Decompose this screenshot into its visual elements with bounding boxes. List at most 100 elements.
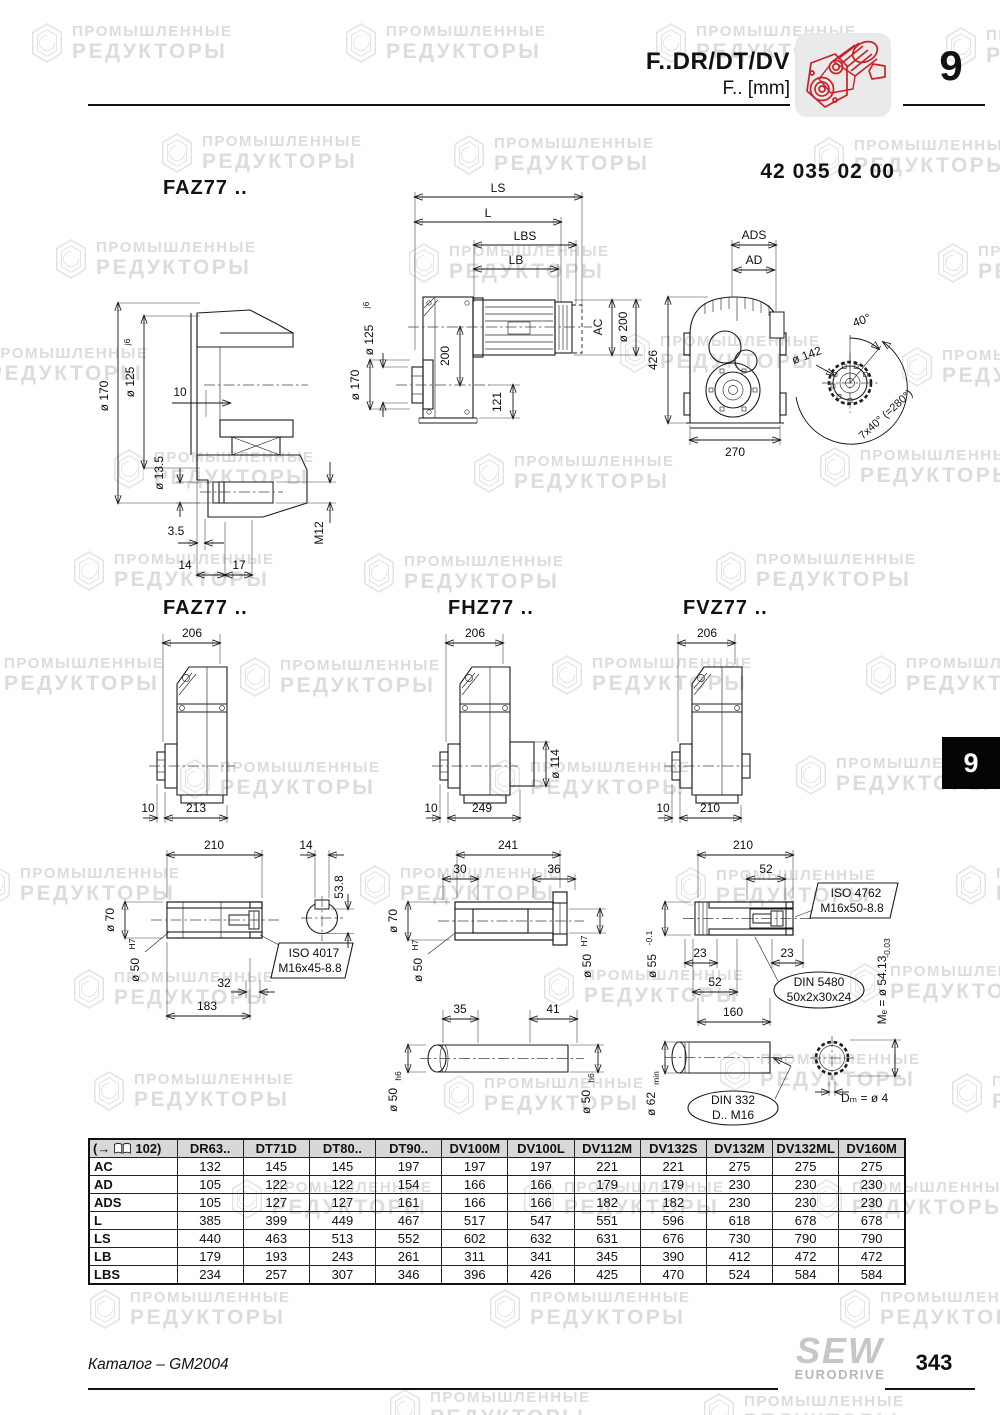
callout-din5480-size: 50x2x30x24 bbox=[787, 990, 852, 1004]
dim-3-5: 3.5 bbox=[168, 524, 185, 538]
callout-din332: DIN 332 bbox=[711, 1093, 755, 1107]
table-cell: 618 bbox=[705, 1211, 774, 1230]
dim-40deg: 40° bbox=[851, 310, 873, 329]
table-cell: 161 bbox=[375, 1193, 443, 1212]
drawing-fhz77: 206 ø 114 10 249 bbox=[424, 626, 562, 823]
dim-d50-bottom-right-tol: h6 bbox=[586, 1073, 596, 1083]
column-header-dv160m: DV160M bbox=[838, 1138, 906, 1158]
table-cell: 275 bbox=[838, 1157, 906, 1176]
column-header-dt71d: DT71D bbox=[242, 1138, 310, 1158]
dim-206: 206 bbox=[697, 626, 717, 640]
dim-206: 206 bbox=[182, 626, 202, 640]
table-cell: 399 bbox=[242, 1211, 310, 1230]
table-cell: 166 bbox=[507, 1175, 575, 1194]
dim-me-tol: -0.03 bbox=[882, 938, 892, 958]
dim-35: 35 bbox=[453, 1002, 467, 1016]
row-label: L bbox=[88, 1211, 178, 1230]
dim-d55: ø 55 bbox=[645, 954, 659, 978]
dim-210: 210 bbox=[700, 801, 720, 815]
dim-dm: Dₘ = ø 4 bbox=[841, 1091, 888, 1105]
table-ref-header: (→102) bbox=[88, 1138, 178, 1158]
dim-d50-left-tol: H7 bbox=[410, 939, 420, 950]
table-cell: 602 bbox=[441, 1229, 509, 1248]
sew-eurodrive-logo: SEW EURODRIVE bbox=[779, 1333, 901, 1382]
column-header-dv132ml: DV132ML bbox=[772, 1138, 840, 1158]
table-cell: 127 bbox=[308, 1193, 377, 1212]
table-cell: 472 bbox=[772, 1247, 840, 1266]
dim-d50-tol: H7 bbox=[127, 938, 137, 949]
dim-160: 160 bbox=[723, 1005, 743, 1019]
table-cell: 122 bbox=[308, 1175, 377, 1194]
table-cell: 257 bbox=[242, 1265, 310, 1285]
table-cell: 243 bbox=[308, 1247, 377, 1266]
dim-d70: ø 70 bbox=[103, 908, 117, 932]
table-cell: 390 bbox=[639, 1247, 707, 1266]
drawing-faz77: 206 10 213 bbox=[141, 626, 235, 823]
footer-rule-right bbox=[885, 1388, 975, 1390]
table-cell: 385 bbox=[176, 1211, 244, 1230]
dim-41: 41 bbox=[546, 1002, 560, 1016]
dim-210: 210 bbox=[733, 838, 753, 852]
dim-10: 10 bbox=[141, 801, 155, 815]
row-label: LB bbox=[88, 1247, 178, 1266]
drawing-flange-section: ø 170 ø 125 j6 10 ø 13.5 3.5 14 17 M12 bbox=[97, 292, 336, 592]
section-tab-9: 9 bbox=[942, 737, 1000, 789]
table-cell: 307 bbox=[308, 1265, 377, 1285]
product-icon-box bbox=[795, 33, 891, 117]
table-cell: 513 bbox=[308, 1229, 377, 1248]
footer-rule-left bbox=[88, 1388, 778, 1390]
table-cell: 632 bbox=[507, 1229, 575, 1248]
table-cell: 230 bbox=[772, 1193, 840, 1212]
column-header-dt80: DT80.. bbox=[308, 1138, 377, 1158]
callout-iso4017: ISO 4017 bbox=[289, 946, 340, 960]
dim-d170: ø 170 bbox=[348, 369, 362, 400]
table-cell: 179 bbox=[573, 1175, 641, 1194]
table-cell: 676 bbox=[639, 1229, 707, 1248]
dim-l: L bbox=[485, 206, 492, 220]
column-header-dv100m: DV100M bbox=[441, 1138, 509, 1158]
header-series-title: F..DR/DT/DV bbox=[645, 48, 790, 75]
table-cell: 463 bbox=[242, 1229, 310, 1248]
table-cell: 261 bbox=[375, 1247, 443, 1266]
table-cell: 552 bbox=[375, 1229, 443, 1248]
dim-d70: ø 70 bbox=[386, 909, 400, 933]
column-header-dv132s: DV132S bbox=[639, 1138, 707, 1158]
row-label: LS bbox=[88, 1229, 178, 1248]
table-cell: 345 bbox=[573, 1247, 641, 1266]
dim-ad: AD bbox=[746, 253, 763, 267]
table-cell: 145 bbox=[308, 1157, 377, 1176]
table-cell: 425 bbox=[573, 1265, 641, 1285]
table-cell: 145 bbox=[242, 1157, 310, 1176]
dim-d13-5: ø 13.5 bbox=[152, 456, 166, 490]
dim-d125-tol: j6 bbox=[122, 338, 132, 346]
table-cell: 346 bbox=[375, 1265, 443, 1285]
dim-ads: ADS bbox=[742, 228, 767, 242]
table-cell: 790 bbox=[838, 1229, 906, 1248]
dim-d125: ø 125 bbox=[362, 324, 376, 355]
column-header-dv132m: DV132M bbox=[705, 1138, 774, 1158]
row-label: ADS bbox=[88, 1193, 178, 1212]
dim-d50-left: ø 50 bbox=[411, 958, 425, 982]
table-cell: 166 bbox=[441, 1175, 509, 1194]
table-cell: 730 bbox=[705, 1229, 774, 1248]
table-cell: 440 bbox=[176, 1229, 244, 1248]
table-cell: 470 bbox=[639, 1265, 707, 1285]
table-cell: 596 bbox=[639, 1211, 707, 1230]
table-cell: 132 bbox=[176, 1157, 244, 1176]
table-cell: 790 bbox=[772, 1229, 840, 1248]
dim-d50-bottom-left-tol: h6 bbox=[393, 1071, 403, 1081]
dim-lbs: LBS bbox=[514, 229, 537, 243]
column-header-dv112m: DV112M bbox=[573, 1138, 641, 1158]
document-number: 42 035 02 00 bbox=[760, 160, 895, 183]
dim-10: 10 bbox=[173, 385, 187, 399]
